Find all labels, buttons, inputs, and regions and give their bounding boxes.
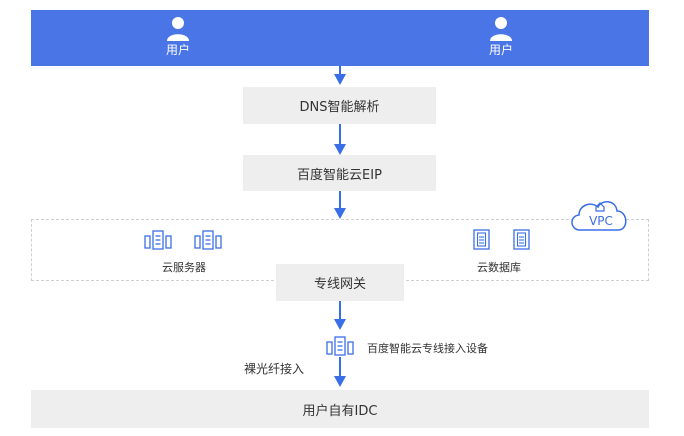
arrow-eip-to-vpc [334, 191, 346, 219]
home-icon [595, 202, 605, 212]
arrow-gateway-to-device [334, 301, 346, 330]
database-icon [473, 229, 490, 250]
server-icon [144, 230, 172, 250]
users-band: 用户 用户 [31, 10, 649, 66]
database-icon [513, 229, 530, 250]
user-label: 用户 [488, 43, 513, 57]
idc-box: 用户自有IDC [31, 390, 649, 428]
access-device-label: 百度智能云专线接入设备 [367, 342, 488, 355]
user-label: 用户 [165, 43, 190, 57]
arrow-dns-to-eip [334, 124, 346, 155]
eip-box: 百度智能云EIP [243, 155, 436, 191]
user-icon [167, 17, 189, 41]
fiber-access-label: 裸光纤接入 [244, 362, 305, 376]
vpc-cloud-badge: VPC [571, 201, 627, 231]
arrow-device-to-idc [334, 357, 346, 387]
dns-box: DNS智能解析 [243, 87, 436, 124]
user-node-2: 用户 [481, 10, 521, 57]
cloud-server-label: 云服务器 [162, 261, 206, 274]
access-device-icon [326, 336, 354, 356]
server-icon [194, 230, 222, 250]
user-icon [490, 17, 512, 41]
user-node-1: 用户 [158, 10, 198, 57]
vpc-badge-label: VPC [589, 214, 613, 228]
gateway-box: 专线网关 [276, 264, 404, 301]
arrow-users-to-dns [334, 66, 346, 85]
cloud-database-label: 云数据库 [477, 261, 521, 274]
